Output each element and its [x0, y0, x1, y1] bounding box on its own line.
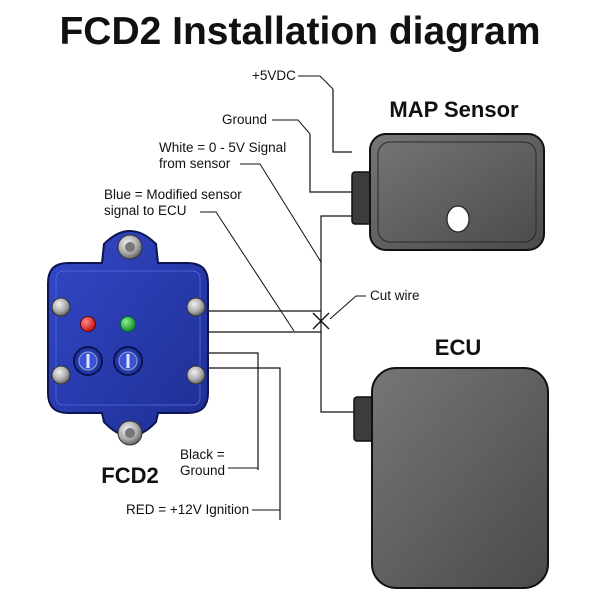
- plus5vdc-label: +5VDC: [252, 68, 296, 83]
- green-led-icon: [120, 316, 136, 332]
- black-wire-label-line1: Black =: [180, 447, 225, 462]
- screw-bottom-left: [51, 365, 71, 385]
- page-title: FCD2 Installation diagram: [59, 10, 540, 53]
- map-sensor: [351, 133, 545, 251]
- fcd2-label: FCD2: [101, 463, 158, 488]
- map-sensor-port: [446, 205, 470, 233]
- cut-wire-marker-icon: [312, 312, 330, 330]
- cut-wire-label: Cut wire: [370, 288, 420, 303]
- white-wire-label-line1: White = 0 - 5V Signal: [159, 140, 286, 155]
- red-wire-label: RED = +12V Ignition: [126, 502, 249, 517]
- ground-label: Ground: [222, 112, 267, 127]
- leader-lines: [200, 75, 366, 511]
- map-sensor-label: MAP Sensor: [389, 97, 519, 122]
- blue-wire-label-line2: signal to ECU: [104, 203, 187, 218]
- red-led-icon: [80, 316, 96, 332]
- screw-top-right: [186, 297, 206, 317]
- adjust-knob-left-icon: [73, 346, 103, 376]
- adjust-knob-right-icon: [113, 346, 143, 376]
- fcd2-module: [47, 230, 209, 446]
- screw-bottom-right: [186, 365, 206, 385]
- white-wire-label-line2: from sensor: [159, 156, 231, 171]
- blue-wire-label-line1: Blue = Modified sensor: [104, 187, 242, 202]
- screw-top-left: [51, 297, 71, 317]
- black-wire-label-line2: Ground: [180, 463, 225, 478]
- ecu-label: ECU: [435, 335, 481, 360]
- wiring: [208, 89, 354, 520]
- ecu-box: [353, 367, 549, 589]
